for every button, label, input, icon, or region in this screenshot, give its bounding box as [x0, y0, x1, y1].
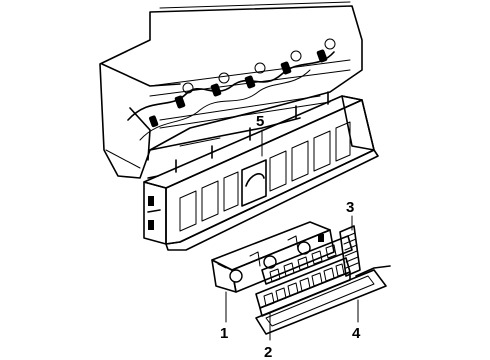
callout-3: 3: [346, 199, 354, 216]
callout-5: 5: [256, 113, 264, 130]
tail-lamp-lens-assembly: [211, 221, 335, 293]
callout-2: 2: [264, 344, 272, 360]
callout-1: 1: [220, 325, 228, 342]
callout-4: 4: [352, 325, 361, 342]
side-marker-lamp: [339, 225, 361, 277]
mounting-studs: [147, 91, 329, 213]
lamp-mounting-panel: [143, 91, 379, 251]
rear-body-panel: [99, 1, 363, 179]
leader-lines: [225, 129, 359, 341]
